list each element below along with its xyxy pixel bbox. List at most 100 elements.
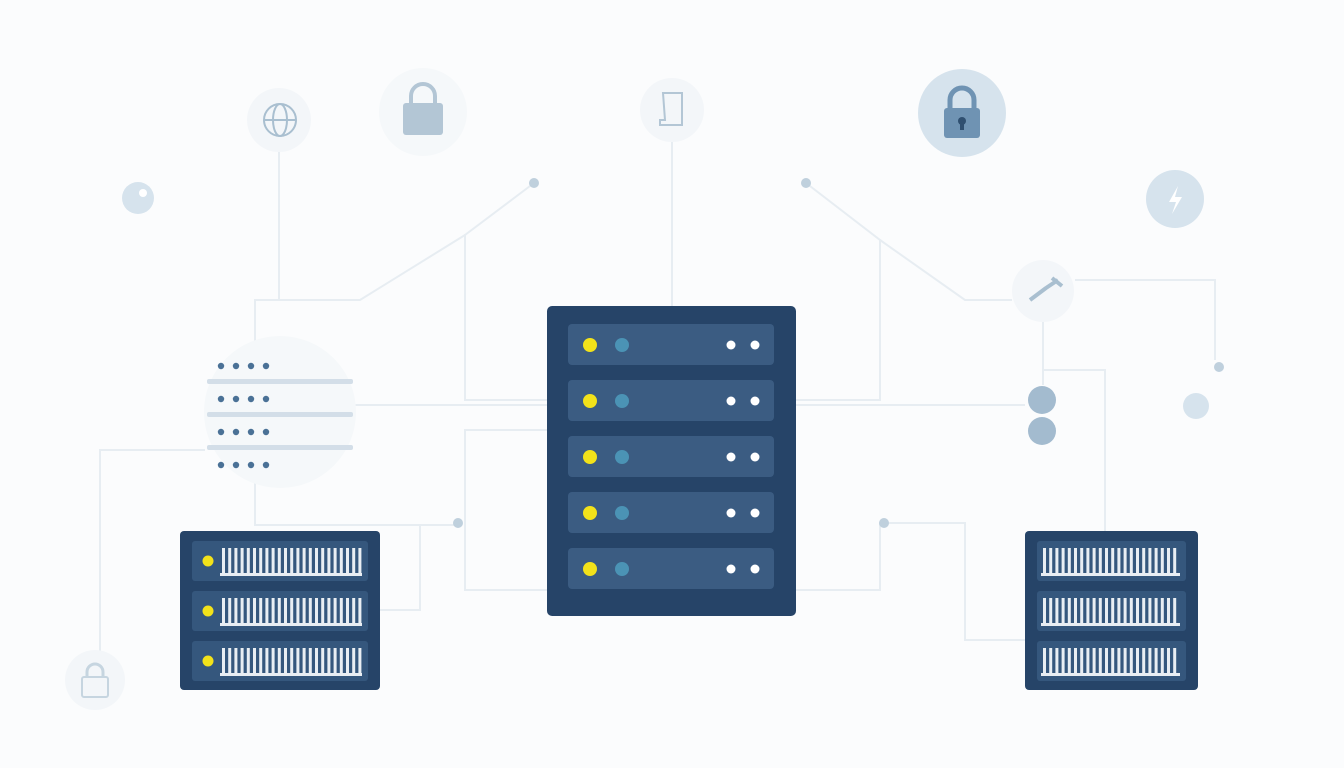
vent-base — [220, 623, 362, 626]
list-dot — [262, 461, 270, 469]
vent-slat — [1098, 548, 1102, 574]
status-led-yellow — [583, 450, 597, 464]
vent-slat — [1160, 548, 1164, 574]
vent-slat — [1142, 548, 1146, 574]
vent-slat — [1086, 648, 1090, 674]
main-server-rack — [547, 306, 796, 616]
vent-slat — [358, 648, 362, 674]
vent-slat — [296, 548, 300, 574]
vent-slat — [1173, 548, 1177, 574]
floating-dots — [122, 178, 1224, 528]
vent-slat — [321, 598, 325, 624]
vent-slat — [1160, 648, 1164, 674]
rack-slot — [192, 541, 368, 581]
indicator-led — [750, 564, 760, 574]
list-dot — [262, 428, 270, 436]
vent-slat — [1148, 598, 1152, 624]
vent-slat — [1129, 598, 1133, 624]
vent-slat — [1167, 548, 1170, 574]
vent-slat — [277, 598, 281, 624]
list-dot — [247, 428, 255, 436]
list-dot — [232, 461, 240, 469]
vent-slat — [1086, 598, 1090, 624]
vent-slat — [290, 548, 294, 574]
vent-slat — [296, 598, 300, 624]
vent-slat — [1173, 598, 1177, 624]
vent-slat — [222, 648, 225, 674]
vent-base — [1041, 623, 1180, 626]
list-dot — [232, 428, 240, 436]
rack-slot — [568, 492, 774, 533]
status-led-blue — [615, 506, 629, 520]
vent-slat — [228, 548, 232, 574]
vent-slat — [358, 598, 362, 624]
vent-slat — [222, 598, 225, 624]
vent-slat — [1067, 648, 1071, 674]
vent-slat — [246, 598, 250, 624]
status-led-blue — [615, 394, 629, 408]
vent-slat — [358, 548, 362, 574]
vent-slat — [1111, 648, 1115, 674]
slot-panel — [568, 380, 774, 421]
vent-slat — [265, 548, 269, 574]
vent-base — [220, 573, 362, 576]
vent-slat — [1043, 598, 1046, 624]
vent-slat — [302, 648, 306, 674]
status-led-yellow — [202, 555, 214, 567]
vent-slat — [1061, 648, 1065, 674]
vent-slat — [234, 648, 238, 674]
status-led-yellow — [202, 605, 214, 617]
vent-base — [1041, 573, 1180, 576]
status-led-blue — [615, 338, 629, 352]
vent-slat — [271, 598, 275, 624]
vent-slat — [240, 548, 244, 574]
vent-slat — [1080, 648, 1084, 674]
right-server-rack — [1025, 531, 1198, 690]
vent-slat — [1098, 648, 1102, 674]
slot-panel — [568, 324, 774, 365]
vent-slat — [253, 548, 256, 574]
vent-slat — [339, 598, 343, 624]
vent-slat — [1067, 548, 1071, 574]
status-led-yellow — [583, 338, 597, 352]
vent-slat — [352, 548, 356, 574]
vent-slat — [1167, 598, 1170, 624]
vent-slat — [1086, 548, 1090, 574]
indicator-led — [750, 340, 760, 350]
large-lock-icon — [918, 69, 1006, 157]
list-bar — [207, 445, 353, 450]
vent-slat — [302, 548, 306, 574]
rack-slot — [1037, 641, 1186, 681]
wrench-icon — [1012, 260, 1074, 322]
vent-slat — [352, 648, 356, 674]
list-dot — [247, 461, 255, 469]
vent-slat — [1074, 598, 1077, 624]
status-led-yellow — [583, 506, 597, 520]
vent-slat — [290, 648, 294, 674]
lightning-icon — [1146, 170, 1204, 228]
vent-slat — [240, 598, 244, 624]
indicator-led — [726, 564, 736, 574]
vent-slat — [333, 598, 337, 624]
vent-slat — [259, 648, 263, 674]
vent-slat — [321, 548, 325, 574]
vent-slat — [1148, 548, 1152, 574]
vent-slat — [1136, 648, 1139, 674]
list-dot — [232, 395, 240, 403]
vent-slat — [1092, 598, 1096, 624]
vent-slat — [1136, 598, 1139, 624]
list-dot — [262, 362, 270, 370]
vent-slat — [1061, 548, 1065, 574]
vent-slat — [259, 548, 263, 574]
vent-slat — [308, 548, 312, 574]
vent-slat — [240, 648, 244, 674]
status-led-yellow — [583, 562, 597, 576]
indicator-led — [726, 452, 736, 462]
list-dot — [217, 362, 225, 370]
indicator-led — [726, 396, 736, 406]
vent-base — [1041, 673, 1180, 676]
vent-slat — [1080, 548, 1084, 574]
list-bar — [207, 379, 353, 384]
vent-slat — [246, 648, 250, 674]
